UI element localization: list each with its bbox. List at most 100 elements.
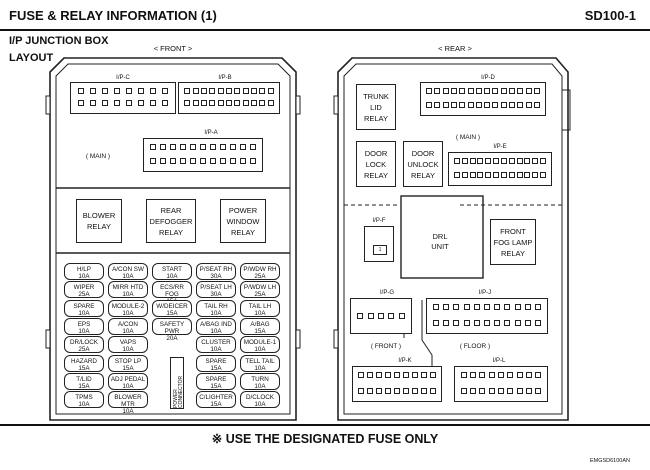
connector-pin: [426, 88, 433, 94]
connector-pin: [459, 88, 466, 94]
header-title: FUSE & RELAY INFORMATION (1): [9, 8, 217, 23]
door-lock-line3: RELAY: [363, 170, 389, 180]
connector-pin: [234, 100, 241, 106]
connector-ipc-label: I/P-C: [116, 75, 130, 81]
fuse-amperage: 10A: [122, 408, 134, 416]
door-unlock-line3: RELAY: [410, 170, 436, 180]
connector-pin: [378, 313, 384, 319]
power-relay-line1: POWER: [228, 205, 258, 215]
connector-pin: [453, 304, 460, 310]
connector-pin: [516, 158, 523, 164]
fuse-name: P/SEAT RH: [199, 266, 233, 273]
fuse-name: WIPER: [73, 284, 95, 292]
connector-pin: [479, 388, 486, 394]
fuse-name: P/SEAT LH: [200, 284, 232, 292]
connector-pin: [234, 88, 241, 94]
connector-pin: [443, 304, 450, 310]
fuse-name: CLUSTER: [201, 339, 231, 347]
connector-pin: [443, 320, 450, 326]
connector-pin: [509, 102, 515, 108]
connector-pin: [451, 102, 457, 108]
connector-pin: [494, 320, 501, 326]
fuse-name: W/DEICER: [156, 302, 188, 310]
connector-pin: [126, 100, 132, 106]
fuse-name: ADJ PEDAL: [110, 375, 146, 383]
connector-pin: [150, 158, 156, 164]
connector-pin: [150, 144, 156, 150]
defogger-relay-line2: DEFOGGER: [149, 216, 193, 226]
connector-pin: [434, 88, 441, 94]
fuse-amperage: 10A: [210, 346, 222, 354]
connector-pin: [461, 158, 468, 164]
fuse-amperage: 10A: [122, 382, 134, 390]
connector-pin: [358, 388, 365, 394]
fuse-amperage: 10A: [254, 401, 266, 409]
connector-pin: [250, 158, 256, 164]
connector-pin: [470, 372, 476, 378]
fuse-amperage: 10A: [122, 346, 134, 354]
connector-pin: [267, 100, 274, 106]
connector-pin: [217, 88, 224, 94]
fuse-amperage: 15A: [210, 382, 222, 390]
connector-pin: [484, 320, 490, 326]
fuse-amperage: 10A: [166, 273, 178, 280]
connector-pin: [180, 158, 186, 164]
fuse-amperage: 30A: [210, 291, 222, 299]
connector-pin: [514, 304, 521, 310]
connector-pin: [484, 102, 491, 108]
connector-ipk-label: I/P-K: [398, 358, 412, 364]
power-relay-line3: RELAY: [230, 227, 256, 237]
connector-pin: [150, 88, 156, 94]
door-unlock-line1: DOOR: [411, 148, 435, 158]
connector-pin: [90, 100, 96, 106]
connector-pin: [426, 102, 433, 108]
connector-pin: [524, 304, 531, 310]
power-connector-label: POWER CONNECTOR: [173, 375, 184, 408]
connector-pin: [200, 100, 207, 106]
fuse-name: TELL TAIL: [245, 357, 275, 365]
fuse-amperage: 10A: [254, 346, 266, 354]
connector-pin: [526, 388, 532, 394]
front-main-label: ( MAIN ): [85, 153, 111, 160]
connector-ipa: [143, 138, 263, 172]
fuse-amperage: 10A: [78, 309, 90, 317]
connector-pin: [200, 158, 206, 164]
connector-pin: [516, 372, 523, 378]
fuse-name: START: [161, 266, 183, 273]
fuse: ECS/RR FOG15A: [152, 281, 192, 305]
blower-relay-line1: BLOWER: [82, 211, 116, 220]
connector-pin: [524, 320, 531, 326]
connector-pin: [467, 102, 474, 108]
connector-pin: [180, 144, 186, 150]
fuse-amperage: 10A: [210, 309, 222, 317]
fog-relay-line3: RELAY: [500, 248, 526, 258]
connector-pin: [475, 102, 482, 108]
connector-ipj-label: I/P-J: [478, 290, 492, 296]
connector-pin: [170, 144, 176, 150]
rear-front-label: ( FRONT ): [370, 343, 402, 350]
fuse-name: TAIL RH: [204, 302, 228, 310]
connector-pin: [453, 320, 460, 326]
fuse-amperage: 10A: [254, 309, 266, 317]
connector-pin: [459, 102, 466, 108]
fuse-amperage: 25A: [254, 291, 266, 299]
connector-pin: [367, 372, 374, 378]
connector-pin: [504, 320, 511, 326]
connector-pin: [494, 304, 501, 310]
